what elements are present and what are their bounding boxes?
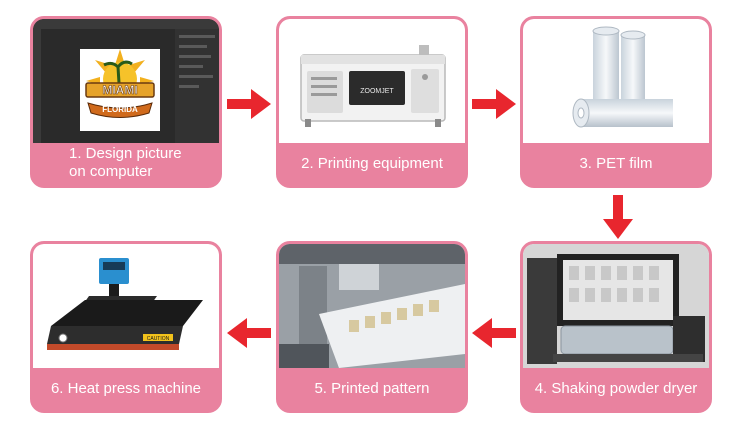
step-5-label: 5. Printed pattern <box>279 368 465 410</box>
powder-dryer-icon <box>523 244 709 368</box>
step-6-label-text: 6. Heat press machine <box>50 380 202 397</box>
printer-icon: ZOOMJET <box>300 45 446 127</box>
step-2-label: 2. Printing equipment <box>279 143 465 185</box>
artwork-line1: MIAMI <box>102 83 137 97</box>
step-1-label: 1. Design picture on computer <box>33 141 219 185</box>
press-label: CAUTION <box>147 336 170 342</box>
step-3-card: 3. PET film <box>520 16 712 188</box>
step-5-image <box>279 244 465 368</box>
step-3-label: 3. PET film <box>523 143 709 185</box>
printer-brand: ZOOMJET <box>360 88 394 95</box>
printed-pattern-icon <box>279 244 465 368</box>
step-2-image: ZOOMJET <box>279 19 465 143</box>
step-4-label-text: 4. Shaking powder dryer <box>534 380 698 397</box>
step-4-image <box>523 244 709 368</box>
film-roll-icon <box>572 26 673 128</box>
step-2-card: ZOOMJET 2. Printing equipment <box>276 16 468 188</box>
artwork-line2: FLORIDA <box>102 105 138 114</box>
arrow-left-icon <box>472 318 516 348</box>
step-3-image <box>523 19 709 143</box>
step-3-label-text: 3. PET film <box>579 155 653 172</box>
step-6-label: 6. Heat press machine <box>33 368 219 410</box>
step-4-label: 4. Shaking powder dryer <box>523 368 709 410</box>
computer-design-icon: MIAMI FLORIDA <box>33 19 219 143</box>
step-1-card: MIAMI FLORIDA 1. Design picture on compu… <box>30 16 222 188</box>
step-6-image: CAUTION <box>33 244 219 368</box>
step-2-label-text: 2. Printing equipment <box>301 155 443 172</box>
arrow-right-icon <box>472 89 516 119</box>
arrow-left-icon <box>227 318 271 348</box>
step-5-card: 5. Printed pattern <box>276 241 468 413</box>
step-4-card: 4. Shaking powder dryer <box>520 241 712 413</box>
step-5-label-text: 5. Printed pattern <box>314 380 430 397</box>
arrow-right-icon <box>227 89 271 119</box>
heat-press-icon: CAUTION <box>47 258 203 350</box>
step-1-label-text: 1. Design picture on computer <box>69 145 182 180</box>
step-1-image: MIAMI FLORIDA <box>33 19 219 143</box>
arrow-down-icon <box>603 195 633 239</box>
step-6-card: CAUTION 6. Heat press machine <box>30 241 222 413</box>
